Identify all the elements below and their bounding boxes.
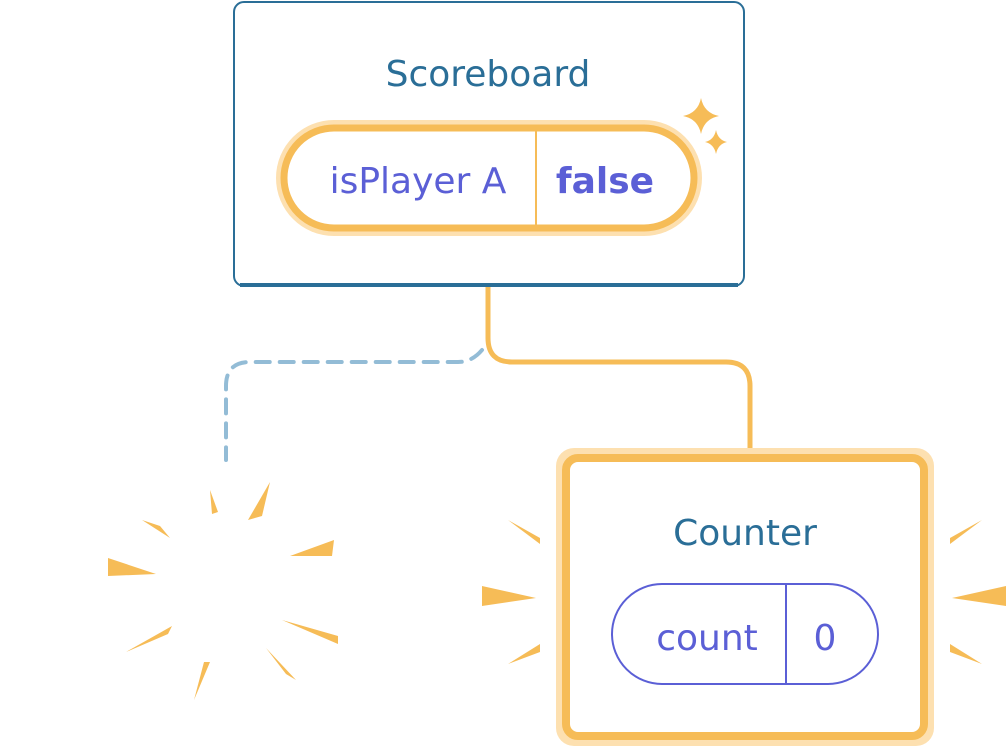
removed-component-poof [90, 454, 366, 724]
scoreboard-state-value: false [556, 161, 654, 202]
burst-rays-icon [950, 520, 1006, 664]
counter-state-label: count [656, 618, 758, 659]
counter-state-pill: count 0 [611, 583, 879, 685]
counter-state-value: 0 [814, 618, 837, 659]
scoreboard-node: Scoreboard isPlayer A false [233, 1, 745, 287]
link-scoreboard-removed [224, 348, 484, 462]
scoreboard-state-pill: isPlayer A false [276, 120, 702, 236]
link-scoreboard-counter [485, 283, 753, 463]
sparkle-icon [683, 98, 727, 154]
counter-node: Counter count 0 [556, 448, 934, 746]
counter-title: Counter [673, 513, 817, 554]
scoreboard-title: Scoreboard [386, 54, 591, 95]
burst-rays-icon [482, 520, 540, 664]
poof-icon [90, 454, 366, 724]
burst-rays-icon [108, 482, 338, 700]
scoreboard-state-label: isPlayer A [330, 161, 507, 202]
